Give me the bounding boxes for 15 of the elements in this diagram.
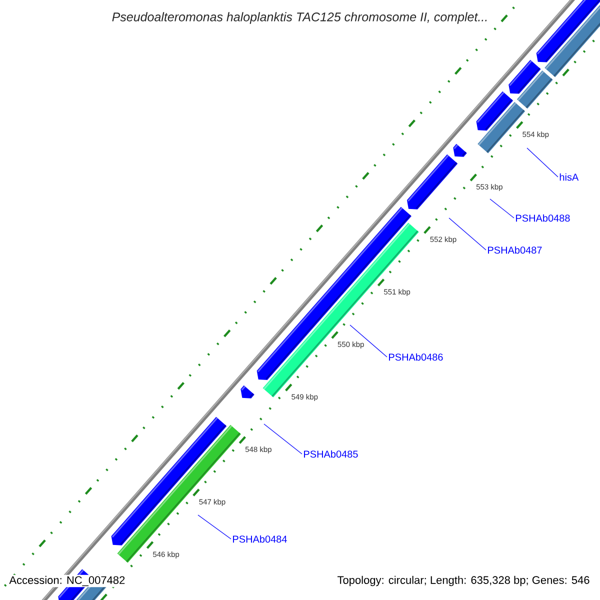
gene-label: PSHAb0485: [304, 450, 358, 458]
leader-line: [526, 148, 558, 178]
leader-line: [198, 514, 232, 540]
title: Pseudoalteromonas haloplanktis TAC125 chromosome II, complet...: [112, 12, 487, 24]
footer-text: Topology: circular; Length: 635,328 bp; Genes: 546: [336, 574, 591, 588]
leader-line: [350, 324, 388, 358]
gene-label: PSHAb0484: [233, 535, 287, 543]
gene-label: PSHAb0488: [516, 214, 570, 222]
leader-line: [448, 218, 486, 250]
leader-line: [490, 198, 514, 218]
gene-label: PSHAb0487: [488, 246, 542, 254]
gene-label: hisA: [560, 173, 579, 181]
gene-label: PSHAb0486: [389, 353, 443, 361]
leader-line: [264, 424, 302, 454]
footer-text: Accession: NC_007482: [8, 574, 126, 588]
